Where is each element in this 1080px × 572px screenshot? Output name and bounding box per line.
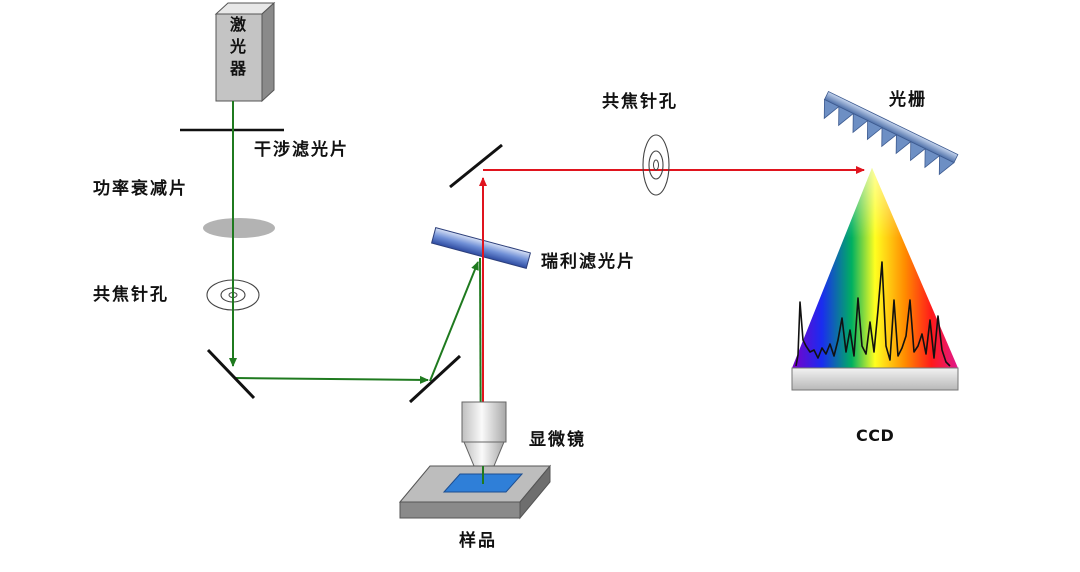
spectrum-fan — [792, 168, 958, 368]
grating-label: 光栅 — [889, 90, 927, 110]
laser-char-3: 器 — [229, 59, 246, 78]
mirror-lower-right — [408, 354, 462, 404]
pinhole-top-label: 共焦针孔 — [602, 92, 678, 112]
microscope-objective — [461, 401, 507, 467]
laser-box — [214, 1, 276, 103]
mirror-upper — [449, 143, 503, 189]
pinhole-top — [642, 134, 670, 196]
raman-spectrum-trace — [795, 261, 951, 367]
ccd-label: CCD — [856, 426, 895, 445]
power-attenuator — [203, 218, 275, 238]
laser-char-2: 光 — [229, 37, 246, 56]
sample-stage — [398, 464, 552, 520]
power-attenuator-label: 功率衰减片 — [93, 179, 188, 199]
mirror-lower-left — [206, 348, 256, 400]
interference-filter-label: 干涉滤光片 — [254, 140, 349, 160]
diffraction-grating — [823, 90, 959, 176]
rayleigh-filter-label: 瑞利滤光片 — [541, 252, 636, 272]
excitation-beam — [229, 101, 482, 481]
laser-label: 激 光 器 — [220, 14, 256, 80]
sample-label: 样品 — [459, 531, 497, 551]
pinhole-left-label: 共焦针孔 — [93, 285, 169, 305]
microscope-label: 显微镜 — [529, 430, 586, 450]
laser-char-1: 激 — [229, 15, 246, 34]
ccd-detector — [791, 367, 959, 391]
